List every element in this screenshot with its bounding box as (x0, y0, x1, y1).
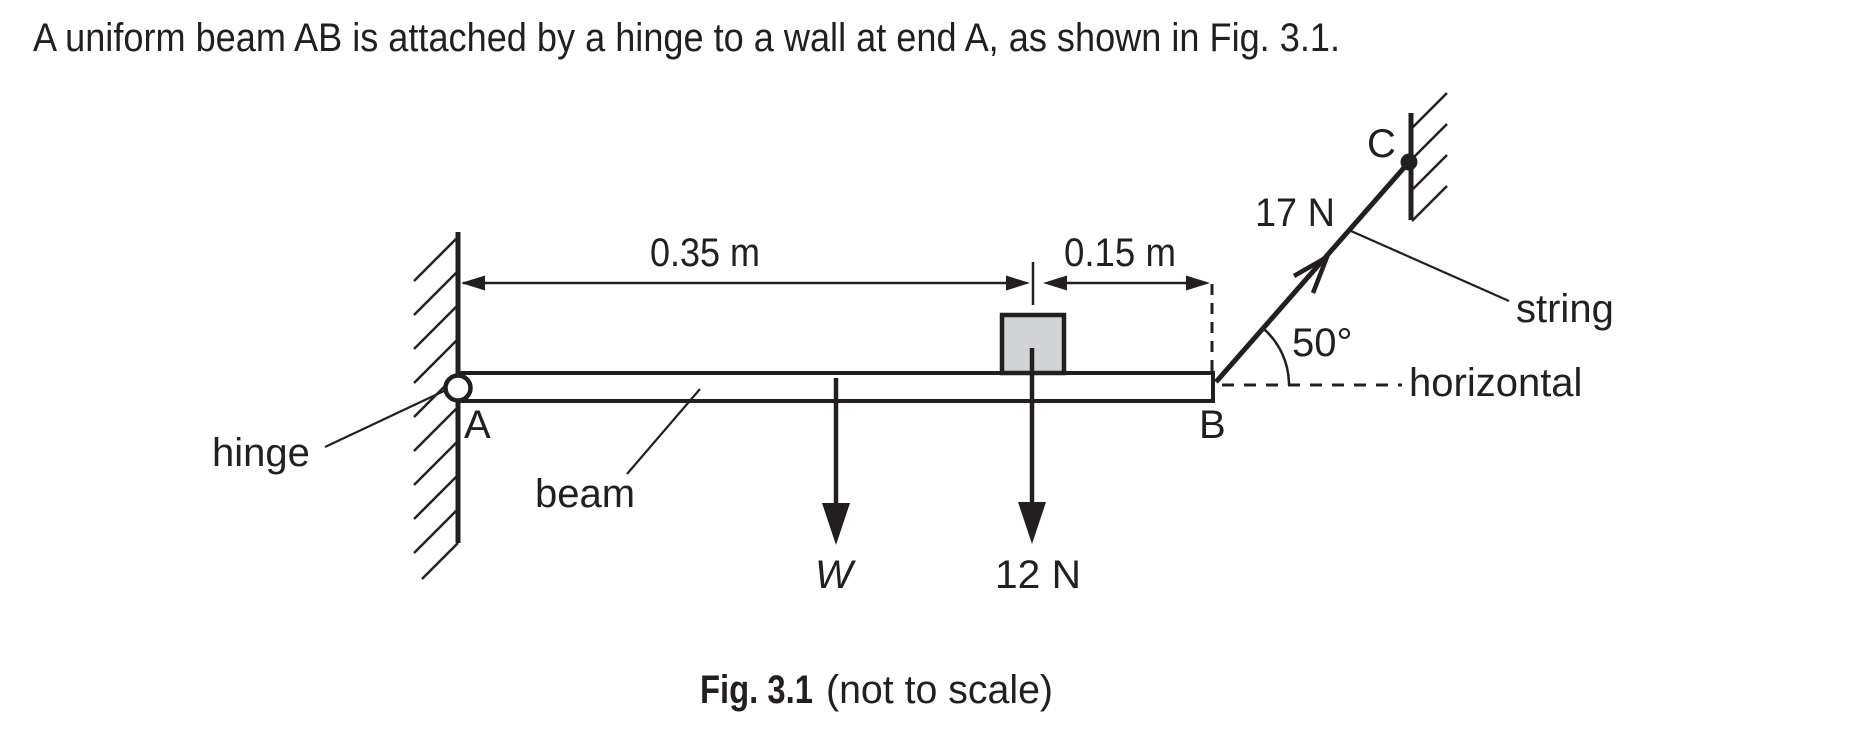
weight-arrow: W (815, 378, 856, 597)
weight-arrowhead (822, 503, 850, 545)
hinge-label: hinge (212, 431, 310, 475)
hatch-line (1411, 154, 1448, 191)
string-group: 17 N string (1214, 160, 1614, 384)
dim-arrowhead-right (1006, 275, 1030, 291)
dim-arrowhead-left (1043, 275, 1067, 291)
dim-arrowhead-left (461, 275, 485, 291)
string-leader-line (1350, 229, 1510, 303)
tension-label: 17 N (1255, 191, 1335, 235)
caption-title: Fig. 3.1 (700, 668, 813, 712)
figure-caption: Fig. 3.1 (not to scale) (700, 668, 1053, 712)
hatch-line (1411, 92, 1448, 129)
problem-text: A uniform beam AB is attached by a hinge… (33, 16, 1340, 60)
hinge-leader-line (324, 390, 445, 448)
tension-arrowhead (1292, 251, 1332, 294)
upper-wall: C (1367, 92, 1448, 222)
point-c-label: C (1367, 122, 1396, 166)
point-a-label: A (464, 403, 491, 447)
hatch-line (413, 270, 459, 316)
dimension-0-15: 0.15 m (1043, 231, 1210, 291)
angle-label: 50° (1292, 321, 1353, 365)
point-b-label: B (1199, 403, 1226, 447)
hinge-pin (443, 373, 473, 403)
point-c-dot (1400, 153, 1418, 171)
hinge-callout: hinge (212, 390, 445, 475)
upper-wall-hatching (1411, 92, 1448, 222)
dim-arrowhead-right (1186, 275, 1210, 291)
hatch-line (1411, 123, 1448, 160)
angle-group: 50° horizontal (1222, 321, 1582, 405)
hatch-line (413, 406, 459, 452)
load-label: 12 N (995, 553, 1081, 597)
hatch-line (413, 236, 459, 282)
string-line (1214, 160, 1411, 384)
load-arrow: 12 N (995, 348, 1081, 597)
hatch-line (421, 542, 459, 580)
beam-callout: beam (535, 388, 701, 516)
load-arrowhead (1018, 502, 1046, 544)
hatch-line (413, 440, 459, 486)
horizontal-label: horizontal (1409, 361, 1582, 405)
dim-label-0-35: 0.35 m (650, 231, 760, 275)
hatch-line (413, 338, 459, 384)
string-label: string (1516, 287, 1614, 331)
caption-note: (not to scale) (826, 668, 1053, 712)
hatch-line (413, 508, 459, 554)
hatch-line (413, 474, 459, 520)
angle-arc (1261, 326, 1291, 386)
weight-label: W (815, 553, 856, 597)
hatch-line (413, 304, 459, 350)
hatch-line (1411, 185, 1448, 222)
left-wall-hatching (413, 236, 459, 580)
beam-leader-line (626, 388, 701, 475)
left-wall (413, 232, 461, 580)
dim-label-0-15: 0.15 m (1064, 231, 1176, 275)
beam-label: beam (535, 472, 635, 516)
dimension-0-35: 0.35 m (461, 231, 1030, 291)
